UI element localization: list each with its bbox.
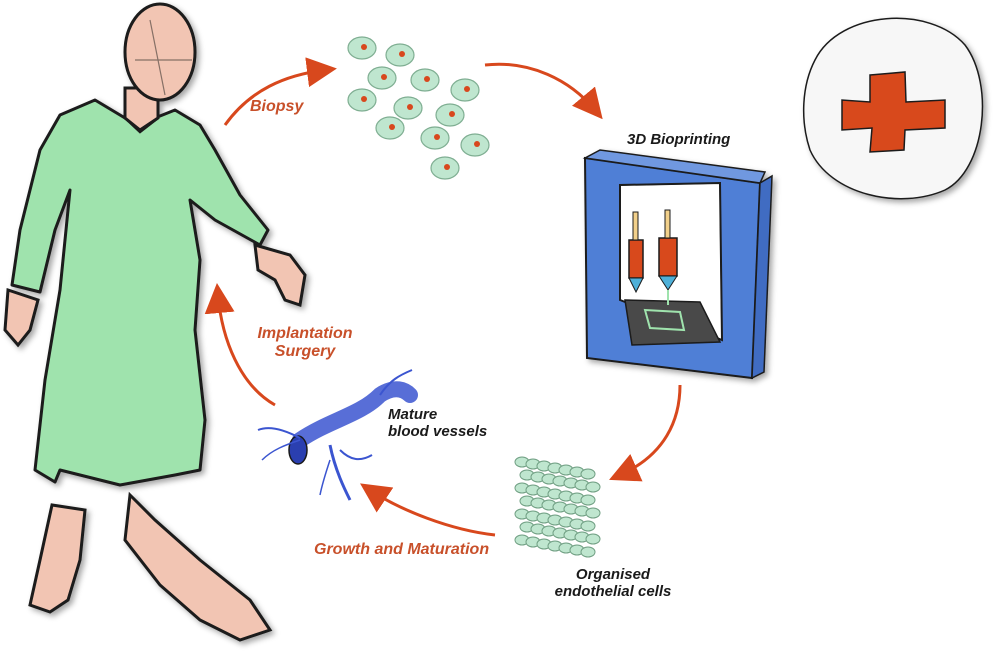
bioprinting-label: 3D Bioprinting <box>627 131 731 148</box>
cell-nucleus <box>424 76 430 82</box>
blood-vessel-icon <box>257 369 418 501</box>
cell-nucleus <box>399 51 405 57</box>
implantation-line1: Implantation <box>257 325 353 342</box>
cell-nucleus <box>474 141 480 147</box>
cell-nucleus <box>444 164 450 170</box>
implantation-label: Implantation Surgery <box>240 325 370 361</box>
arrow-to-printer <box>484 62 603 120</box>
patient-right-foot <box>123 491 273 642</box>
arrow-implant <box>204 283 276 407</box>
implantation-line2: Surgery <box>274 343 336 360</box>
cell-nucleus <box>381 74 387 80</box>
tube-cell <box>580 520 596 532</box>
patient-head <box>123 2 197 102</box>
tube-cell <box>580 468 596 480</box>
biopsy-label: Biopsy <box>250 98 304 115</box>
mature-vessels-line2: blood vessels <box>388 423 488 440</box>
cell-nucleus <box>389 124 395 130</box>
patient-gown <box>10 98 270 487</box>
tube-cell <box>585 507 601 519</box>
tube-cell <box>585 481 601 493</box>
patient-left-foot <box>28 503 87 614</box>
organised-cells-label: Organised endothelial cells <box>548 566 678 600</box>
arrow-growth <box>360 483 496 537</box>
cells-cluster <box>347 36 490 180</box>
patient-left-hand <box>3 287 40 348</box>
mature-vessels-label: Mature blood vessels <box>388 406 487 440</box>
organised-cells-tube <box>514 456 601 558</box>
tube-cell <box>585 533 601 545</box>
bioprinter-icon <box>582 149 773 380</box>
arrow-biopsy <box>223 57 337 126</box>
cell-nucleus <box>449 111 455 117</box>
organised-cells-line2: endothelial cells <box>554 583 672 600</box>
cell-nucleus <box>361 44 367 50</box>
tube-cell <box>580 494 596 506</box>
cell-nucleus <box>361 96 367 102</box>
patient-figure <box>3 2 307 642</box>
patient-right-hand <box>253 242 307 307</box>
cell-nucleus <box>464 86 470 92</box>
arrow-to-cells <box>609 384 682 482</box>
organised-cells-line1: Organised <box>575 566 651 583</box>
mature-vessels-line1: Mature <box>388 406 438 423</box>
growth-label: Growth and Maturation <box>314 541 490 558</box>
cell-nucleus <box>407 104 413 110</box>
cycle-arrows <box>204 57 682 537</box>
cell-nucleus <box>434 134 440 140</box>
tube-cell <box>580 546 596 558</box>
red-cross-icon <box>802 17 984 200</box>
